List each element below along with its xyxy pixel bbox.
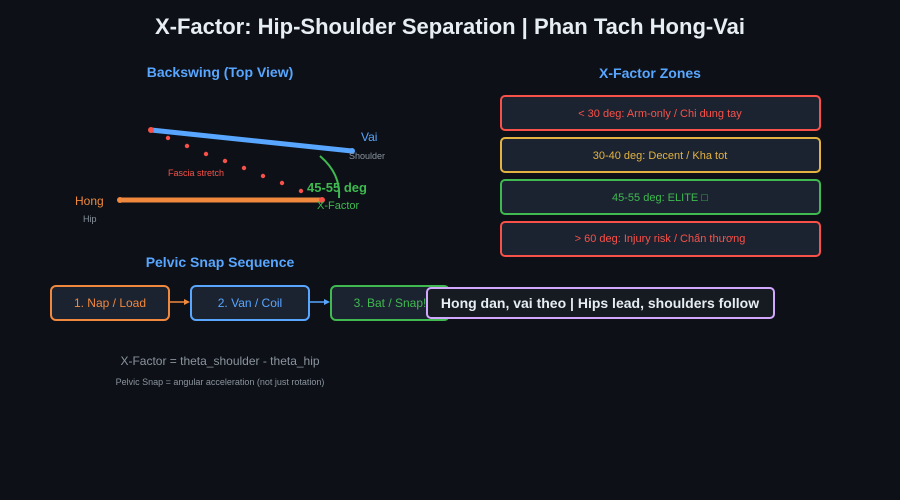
zone-label-elite: 45-55 deg: ELITE □ <box>612 192 708 204</box>
pelvic-snap-sequence: Pelvic Snap Sequence 1. Nap / Load 2. Va… <box>50 254 775 321</box>
backswing-heading: Backswing (Top View) <box>147 64 294 80</box>
hip-end-left <box>117 197 123 203</box>
fascia-stretch-label: Fascia stretch <box>168 168 224 178</box>
x-factor-angle-sublabel: X-Factor <box>317 200 360 212</box>
zone-box-arm-only <box>500 95 821 131</box>
callout-text: Hong dan, vai theo | Hips lead, shoulder… <box>441 295 759 311</box>
backswing-diagram: Backswing (Top View) Vai Shoulder Fascia… <box>75 64 385 224</box>
step-label-coil: 2. Van / Coil <box>218 296 282 310</box>
zone-label-arm-only: < 30 deg: Arm-only / Chi dung tay <box>578 108 742 120</box>
hip-end-right <box>319 197 325 203</box>
x-factor-angle-arc <box>319 155 341 199</box>
zone-box-injury-risk <box>500 221 821 257</box>
zone-box-decent <box>500 137 821 173</box>
fascia-stretch-dots <box>165 135 304 194</box>
callout-box <box>426 287 775 319</box>
shoulder-line <box>148 127 355 154</box>
formula-line-2: Pelvic Snap = angular acceleration (not … <box>116 377 325 387</box>
zone-box-elite <box>500 179 821 215</box>
sequence-heading: Pelvic Snap Sequence <box>146 254 295 270</box>
zone-label-injury-risk: > 60 deg: Injury risk / Chấn thương <box>575 233 746 245</box>
step-label-load: 1. Nap / Load <box>74 296 146 310</box>
shoulder-end-right <box>349 148 355 154</box>
step-box-coil <box>190 285 310 321</box>
shoulder-label: Vai <box>361 130 377 144</box>
x-factor-zones: X-Factor Zones < 30 deg: Arm-only / Chi … <box>500 65 821 257</box>
formula-line-1: X-Factor = theta_shoulder - theta_hip <box>120 354 319 368</box>
page-title: X-Factor: Hip-Shoulder Separation | Phan… <box>155 14 745 39</box>
x-factor-angle-label: 45-55 deg <box>307 180 367 195</box>
hip-sublabel: Hip <box>83 214 97 224</box>
zone-label-decent: 30-40 deg: Decent / Kha tot <box>593 150 728 162</box>
zones-heading: X-Factor Zones <box>599 65 701 81</box>
shoulder-sublabel: Shoulder <box>349 151 385 161</box>
step-label-snap: 3. Bat / Snap! <box>354 296 427 310</box>
shoulder-end-left <box>148 127 154 133</box>
step-arrow-1-head <box>184 299 190 305</box>
step-arrow-2-head <box>324 299 330 305</box>
hip-label: Hong <box>75 194 104 208</box>
step-box-load <box>50 285 170 321</box>
